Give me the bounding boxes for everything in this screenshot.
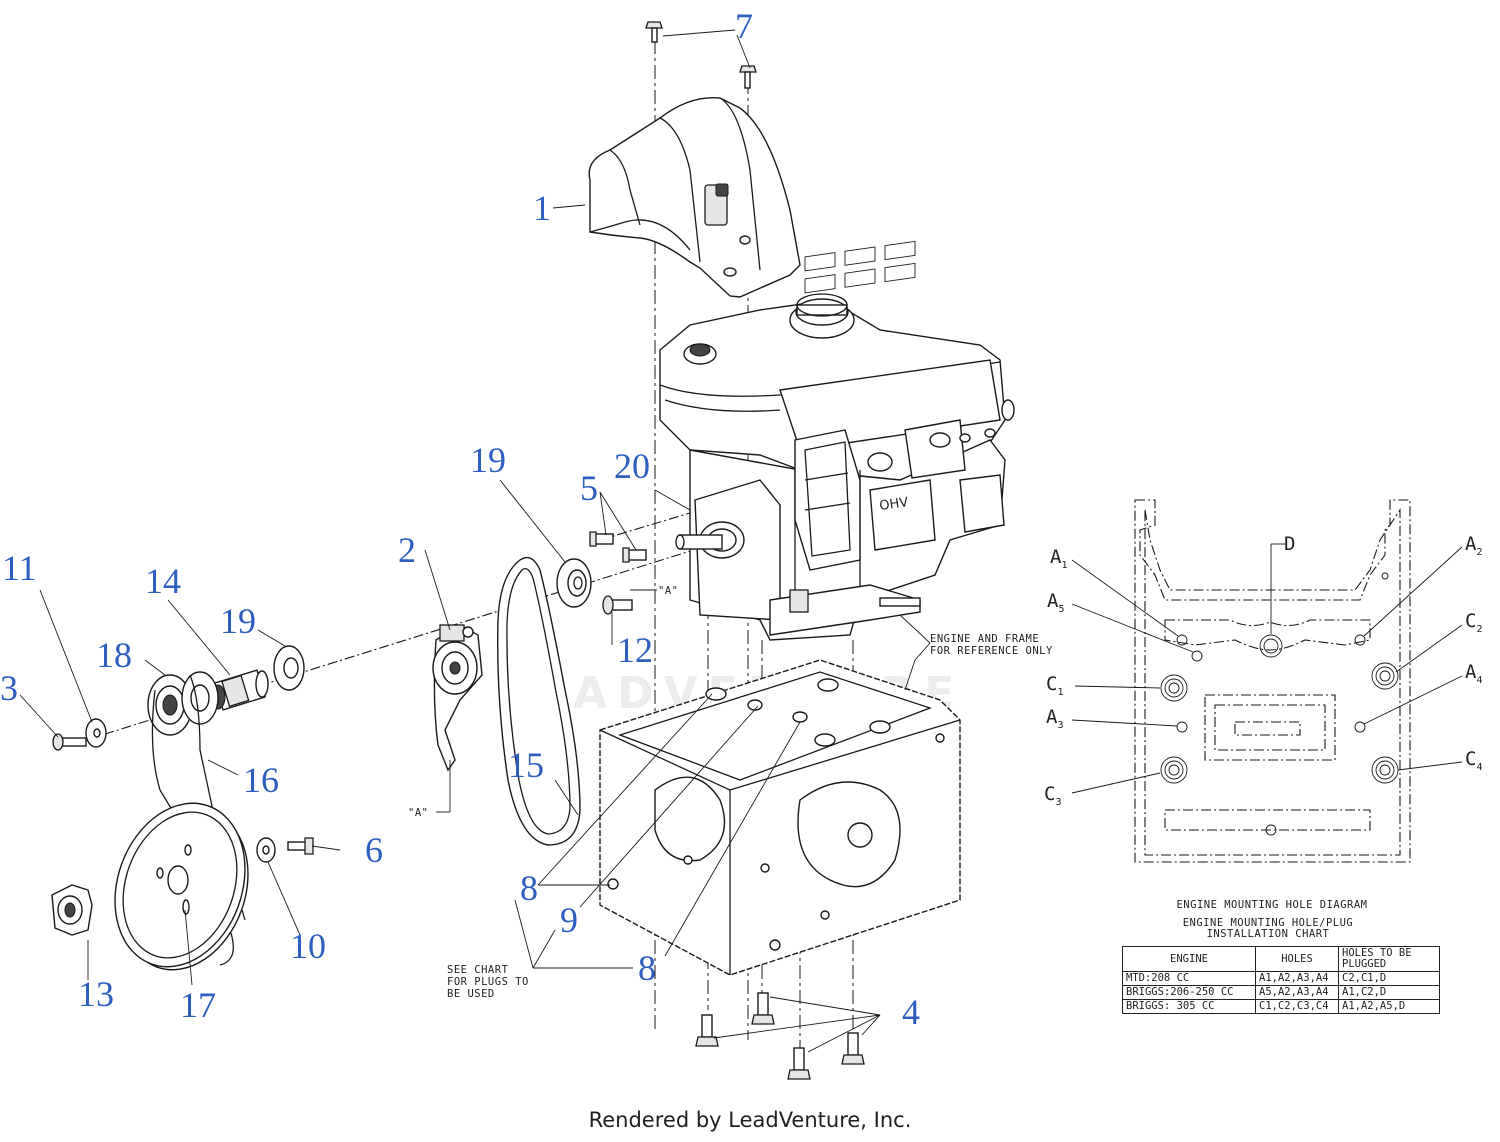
washer-part-19-lower [273, 645, 305, 691]
callout-15: 15 [508, 745, 544, 785]
chart-cell-holes: A5,A2,A3,A4 [1255, 985, 1339, 1000]
callout-2: 2 [398, 530, 416, 570]
hub-part-13 [51, 884, 93, 936]
callout-18: 18 [96, 635, 132, 675]
hole-label-a1: A1 [1050, 546, 1067, 571]
hole-label-c3: C3 [1044, 783, 1061, 808]
see-chart-note-line-3: BE USED [447, 988, 495, 1000]
bolt-part-5 [589, 531, 647, 563]
chart-title-line-1: ENGINE MOUNTING HOLE/PLUG [1183, 917, 1354, 929]
chart-header-holes: HOLES [1255, 946, 1339, 972]
bolt-part-12 [602, 595, 633, 615]
large-pulley-part-17 [114, 802, 249, 971]
chart-cell-holes: C1,C2,C3,C4 [1255, 999, 1339, 1014]
callout-17: 17 [180, 985, 216, 1025]
see-chart-note-line-1: SEE CHART [447, 964, 509, 976]
hole-label-a2: A2 [1465, 533, 1482, 558]
mounting-hole-diagram: A1 A5 C1 A3 C3 D A2 C2 A4 C4 ENGINE MOUN… [1044, 499, 1482, 940]
hole-label-c2: C2 [1465, 610, 1482, 635]
notes: ENGINE AND FRAME FOR REFERENCE ONLY SEE … [408, 585, 1053, 1000]
engine-part-20: OHV [659, 240, 1015, 641]
callout-13: 13 [78, 974, 114, 1014]
ref-a-label-top: "A" [658, 585, 678, 597]
chart-header-plugged: HOLES TO BE PLUGGED [1338, 946, 1440, 972]
ref-a-label-left: "A" [408, 807, 428, 819]
bolt-part-7b [739, 65, 757, 89]
chart-title-line-2: INSTALLATION CHART [1207, 928, 1330, 940]
svg-text:OHV: OHV [878, 495, 909, 514]
callout-19-a: 19 [470, 440, 506, 480]
chart-cell-plugged: A1,C2,D [1338, 985, 1440, 1000]
footer-credit: Rendered by LeadVenture, Inc. [588, 1108, 912, 1132]
bolt-part-7a [645, 21, 663, 43]
hole-label-a4: A4 [1465, 661, 1482, 686]
chart-header-row: ENGINE HOLES HOLES TO BE PLUGGED [1122, 946, 1440, 972]
callout-14: 14 [145, 561, 181, 601]
chart-cell-engine: MTD:208 CC [1122, 971, 1256, 986]
callout-5: 5 [580, 468, 598, 508]
table-row: BRIGGS: 305 CC C1,C2,C3,C4 A1,A2,A5,D [1122, 999, 1440, 1014]
drive-belt-part-15 [497, 556, 581, 846]
chart-header-engine: ENGINE [1122, 946, 1256, 972]
callout-12: 12 [617, 630, 653, 670]
callout-6: 6 [365, 830, 383, 870]
callout-10: 10 [290, 926, 326, 966]
plug-installation-chart: ENGINE HOLES HOLES TO BE PLUGGED MTD:208… [1122, 946, 1440, 1014]
callout-8-a: 8 [520, 868, 538, 908]
spacer-part-14 [210, 669, 269, 711]
pulley-part-18 [147, 671, 219, 736]
chart-cell-engine: BRIGGS:206-250 CC [1122, 985, 1256, 1000]
callout-11: 11 [2, 548, 37, 588]
bolt-part-4 [695, 992, 865, 1080]
hole-label-a3: A3 [1046, 706, 1063, 731]
chart-cell-plugged: A1,A2,A5,D [1338, 999, 1440, 1014]
leader-lines [19, 29, 931, 1053]
idler-bracket-part-2 [432, 624, 483, 772]
callout-9: 9 [560, 900, 578, 940]
callout-numbers: 1 2 3 4 5 6 7 8 8 9 10 11 12 13 14 15 16… [0, 6, 920, 1032]
callout-20: 20 [614, 446, 650, 486]
chart-cell-holes: A1,A2,A3,A4 [1255, 971, 1339, 986]
table-row: BRIGGS:206-250 CC A5,A2,A3,A4 A1,C2,D [1122, 985, 1440, 1000]
auger-belt-part-16 [151, 674, 246, 966]
diagram-title: ENGINE MOUNTING HOLE DIAGRAM [1176, 899, 1367, 911]
chart-cell-engine: BRIGGS: 305 CC [1122, 999, 1256, 1014]
hole-label-c1: C1 [1046, 673, 1063, 698]
bolt-part-3 [52, 733, 87, 751]
callout-4: 4 [902, 992, 920, 1032]
hole-label-a5: A5 [1047, 590, 1064, 615]
hole-label-d: D [1284, 533, 1295, 555]
chart-cell-plugged: C2,C1,D [1338, 971, 1440, 986]
washer-part-11 [85, 718, 107, 748]
engine-shroud-part-1 [588, 96, 801, 298]
engine-frame-note-line-1: ENGINE AND FRAME [930, 633, 1039, 645]
engine-frame [599, 659, 961, 976]
callout-19-b: 19 [220, 601, 256, 641]
callout-8-b: 8 [638, 948, 656, 988]
bolt-part-6 [287, 837, 314, 855]
hole-label-c4: C4 [1465, 748, 1482, 773]
callout-7: 7 [735, 6, 753, 46]
callout-1: 1 [533, 188, 551, 228]
table-row: MTD:208 CC A1,A2,A3,A4 C2,C1,D [1122, 971, 1440, 986]
callout-16: 16 [243, 760, 279, 800]
washer-part-19-upper [556, 558, 592, 608]
see-chart-note-line-2: FOR PLUGS TO [447, 976, 529, 988]
engine-frame-note-line-2: FOR REFERENCE ONLY [930, 645, 1053, 657]
washer-part-10 [256, 837, 276, 863]
callout-3: 3 [0, 668, 18, 708]
